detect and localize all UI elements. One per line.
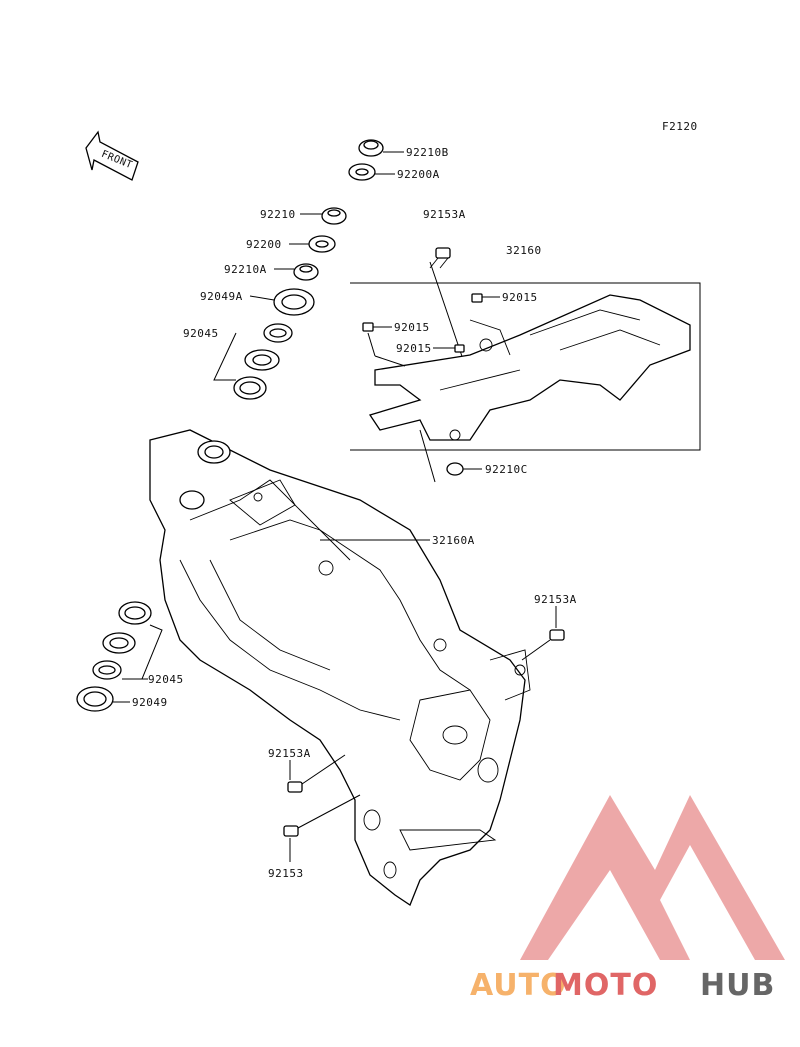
label-92210C: 92210C	[485, 463, 528, 476]
wordmark-auto: AUTO	[470, 968, 567, 1003]
bolt-92153A-top	[429, 247, 451, 269]
label-92049A: 92049A	[200, 290, 243, 303]
label-92153A-right: 92153A	[534, 593, 577, 606]
wordmark-moto: MOTO	[553, 968, 658, 1003]
bolt-92153	[283, 794, 361, 862]
label-92210: 92210	[260, 208, 296, 221]
label-92200: 92200	[246, 238, 282, 251]
nut-92210C	[419, 429, 482, 483]
wordmark-hub: HUB	[700, 968, 775, 1003]
figure-code: F2120	[662, 120, 698, 133]
automotohub-logo	[520, 795, 785, 960]
label-92153A-top: 92153A	[423, 208, 466, 221]
label-92015-c: 92015	[396, 342, 432, 355]
steering-stack	[213, 139, 404, 400]
bolt-92153A-right	[521, 606, 565, 661]
main-frame	[149, 429, 531, 906]
label-92210A: 92210A	[224, 263, 267, 276]
label-92049: 92049	[132, 696, 168, 709]
label-32160A: 32160A	[432, 534, 475, 547]
label-92045-top: 92045	[183, 327, 219, 340]
label-92200A: 92200A	[397, 168, 440, 181]
lower-bearing-stack	[76, 601, 163, 712]
automotohub-wordmark: AUTO MOTO HUB	[470, 968, 775, 1003]
label-92045-bottom: 92045	[148, 673, 184, 686]
rear-subframe	[362, 293, 691, 441]
label-92210B: 92210B	[406, 146, 449, 159]
bolt-92153A-left	[287, 754, 346, 793]
label-92153: 92153	[268, 867, 304, 880]
label-32160: 32160	[506, 244, 542, 257]
label-92015-a: 92015	[502, 291, 538, 304]
label-92153A-left: 92153A	[268, 747, 311, 760]
front-arrow-icon: FRONT	[85, 130, 139, 181]
label-92015-b: 92015	[394, 321, 430, 334]
